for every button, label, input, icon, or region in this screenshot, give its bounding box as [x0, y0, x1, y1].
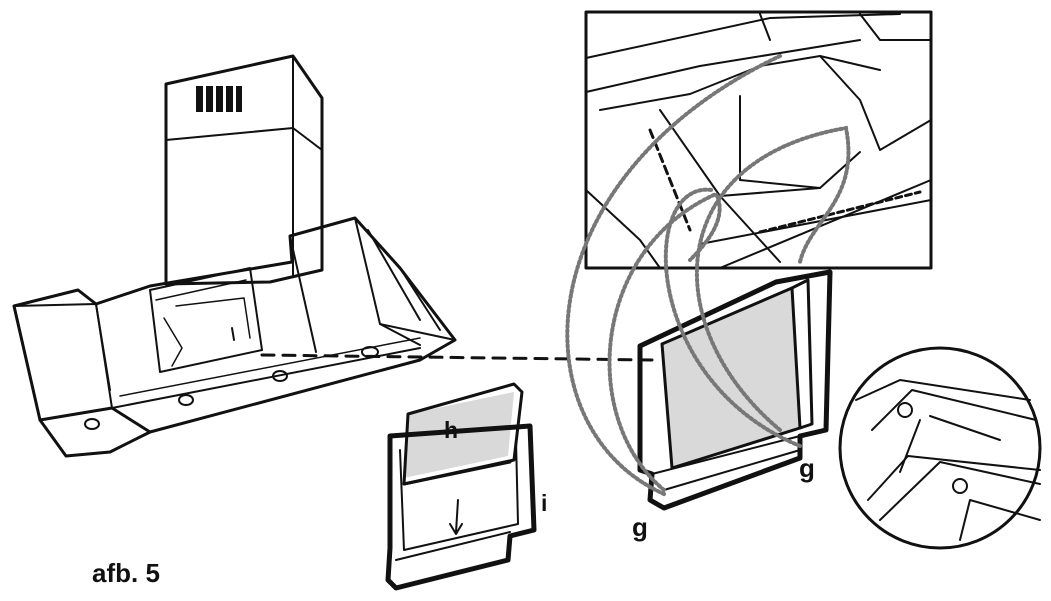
detail-leaders — [565, 54, 851, 496]
callout-g-left: g — [632, 512, 648, 542]
hood-chimney — [164, 54, 324, 286]
filter-position-leader — [260, 353, 654, 362]
figure-caption: afb. 5 — [92, 558, 160, 588]
inset-detail-top — [584, 10, 933, 270]
callout-g-right: g — [799, 453, 815, 483]
control-buttons — [84, 346, 379, 430]
hood-body — [12, 216, 457, 458]
callout-i: i — [541, 490, 548, 516]
filter-cassette — [385, 382, 537, 591]
callout-h: h — [444, 417, 459, 443]
cooker-hood — [12, 54, 457, 458]
circle-detail — [838, 346, 1042, 550]
vent-slots-icon — [196, 86, 242, 112]
